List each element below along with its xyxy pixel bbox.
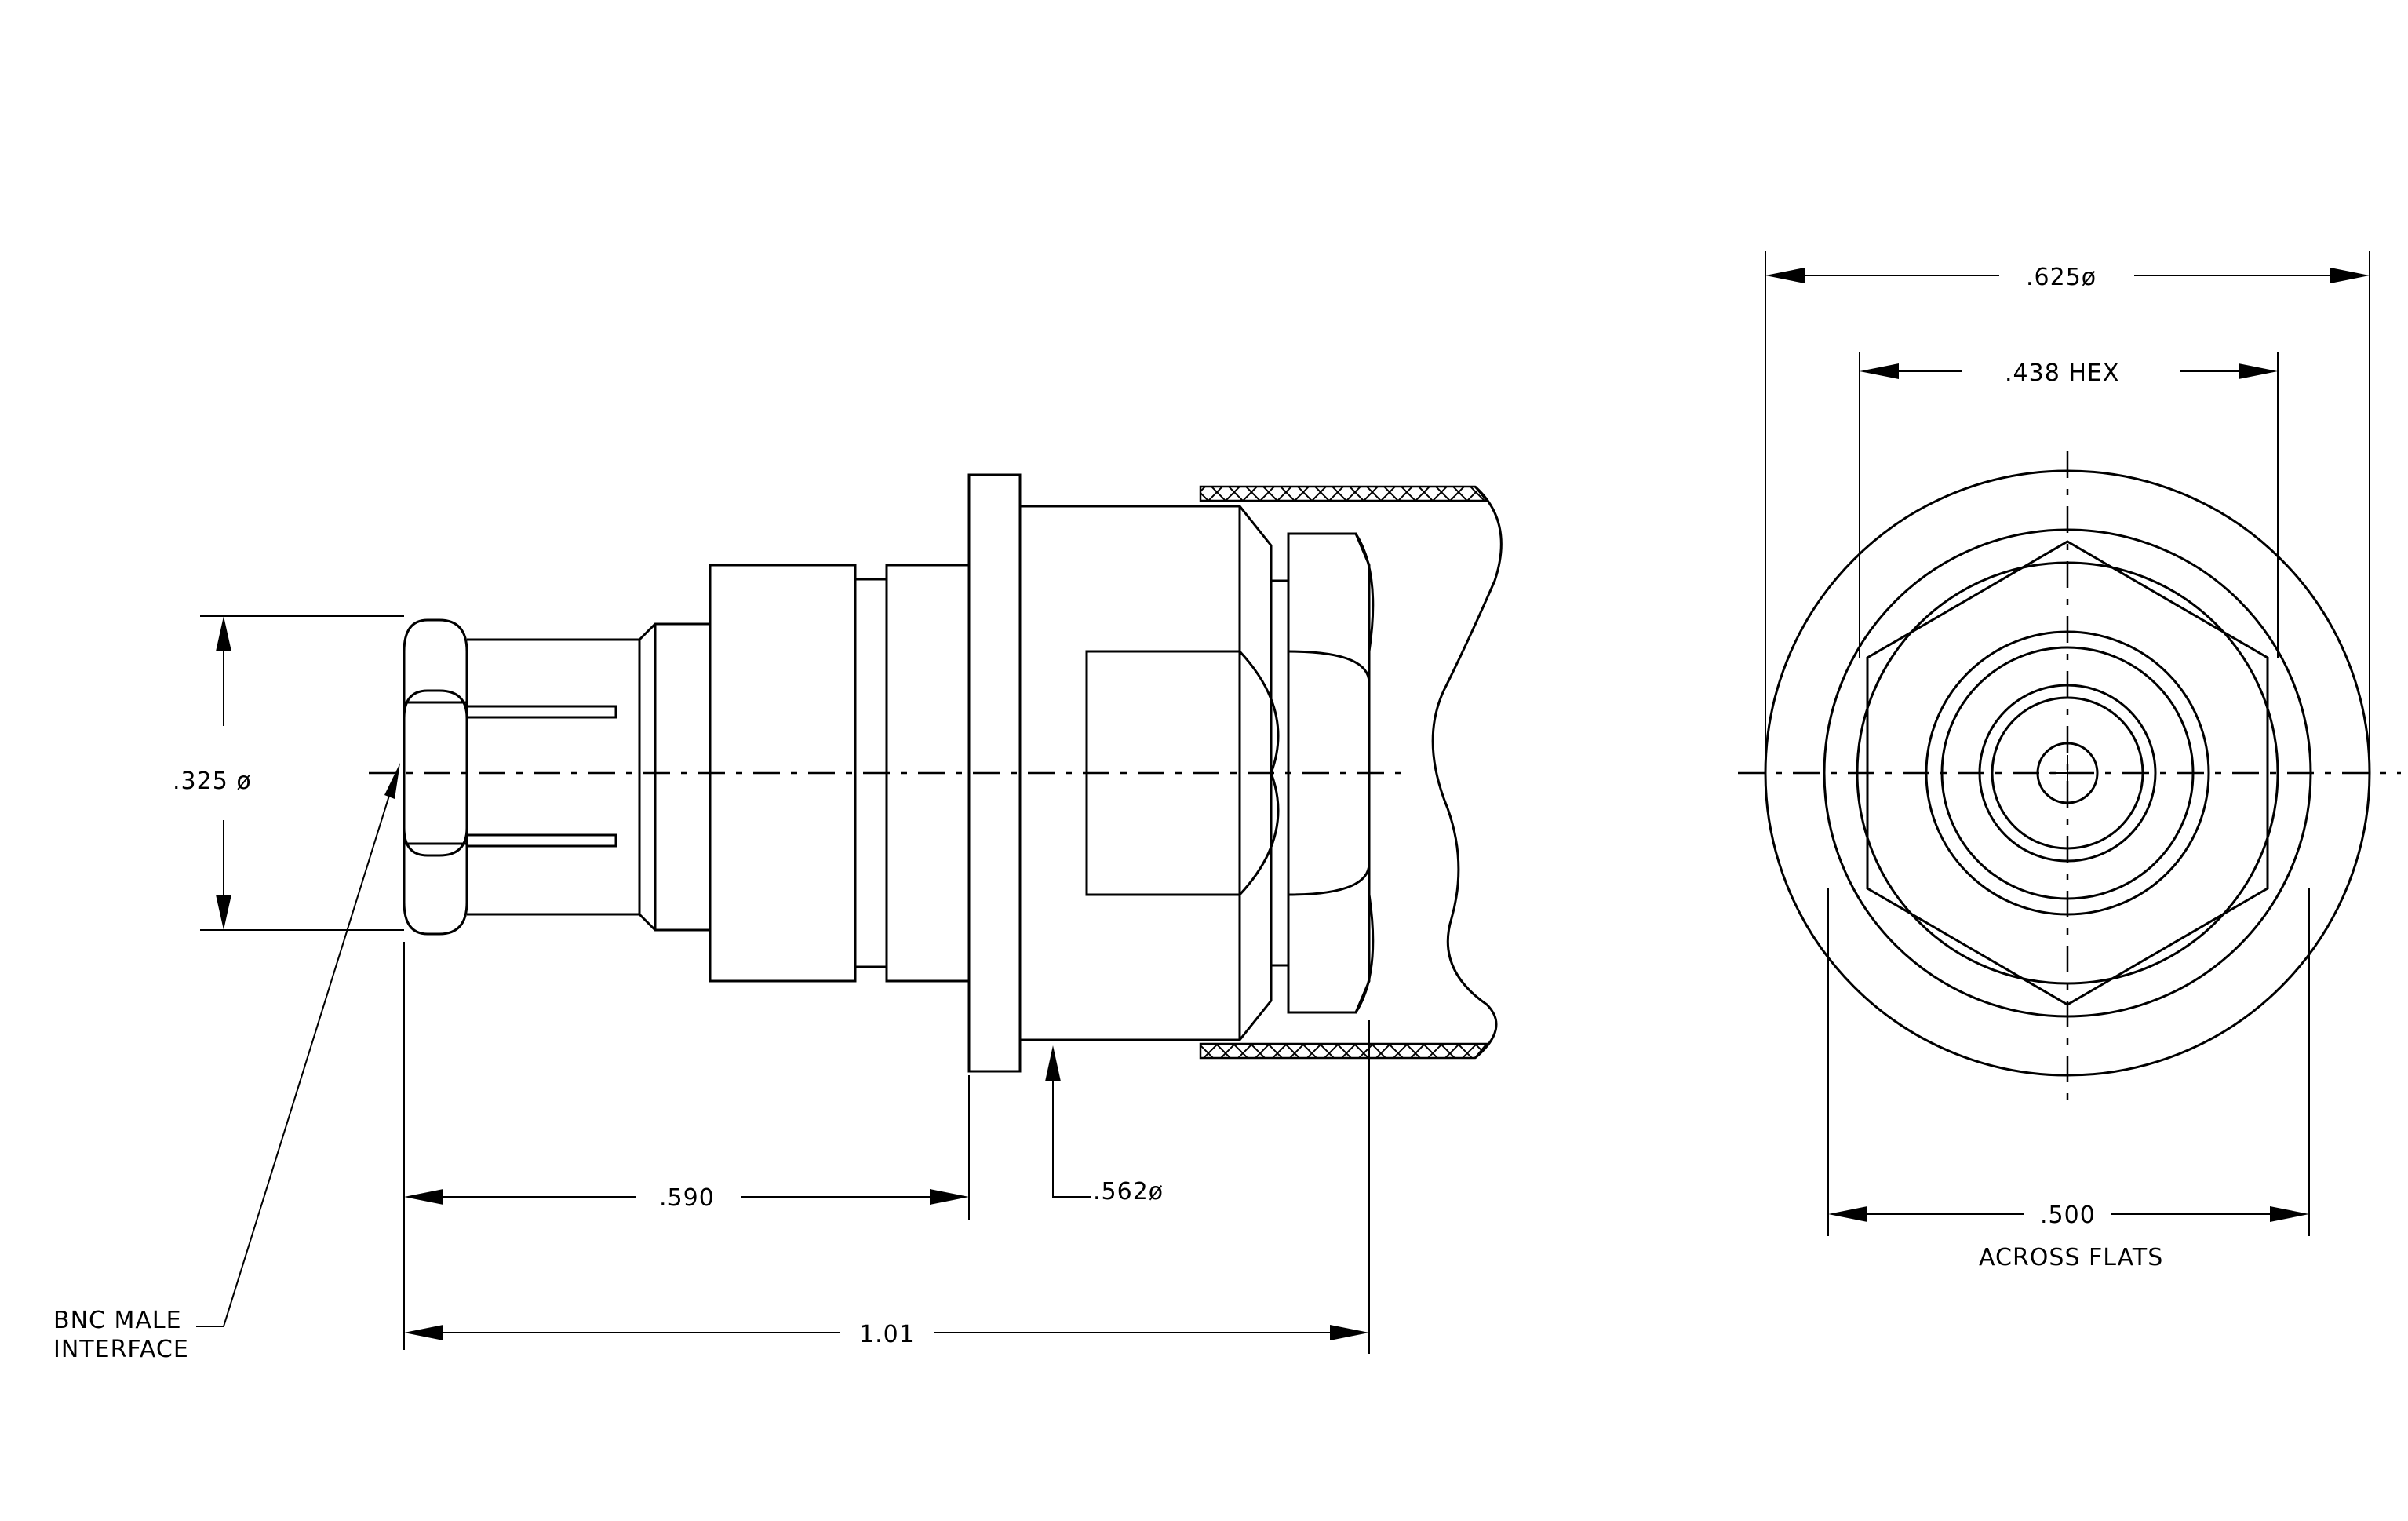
dimension-101-label: 1.01	[859, 1321, 915, 1348]
side-view: .325 ø BNC MALE INTERFACE .590 .562ø	[53, 473, 1503, 1363]
dimension-562-label: .562ø	[1093, 1178, 1164, 1205]
dimension-625-label: .625ø	[2026, 264, 2097, 291]
dimension-325-label: .325 ø	[173, 768, 252, 795]
dimension-325-diameter: .325 ø	[173, 615, 404, 931]
dimension-500-sublabel: ACROSS FLATS	[1979, 1244, 2163, 1271]
body-circle	[1856, 561, 2279, 985]
callout-bnc-leader: BNC MALE INTERFACE	[53, 763, 400, 1363]
center-pin	[2036, 742, 2099, 804]
dimension-438-hex: .438 HEX	[1859, 352, 2279, 658]
inner-ring-outer	[1925, 630, 2210, 916]
cable-section	[1199, 485, 1503, 1060]
dimension-438-label: .438 HEX	[2005, 359, 2119, 387]
bnc-interface-body	[403, 618, 712, 936]
mounting-flange	[967, 473, 1022, 1073]
callout-bnc-line1: BNC MALE	[53, 1307, 182, 1334]
end-view: .625ø .438 HEX .500 ACROSS FLATS	[1738, 251, 2401, 1271]
dimension-500-label: .500	[2040, 1202, 2096, 1229]
hex-nut	[1270, 532, 1375, 1014]
dimension-625-diameter: .625ø	[1765, 251, 2370, 773]
dimension-562-diameter: .562ø	[1045, 1045, 1164, 1205]
hex-outline	[1866, 540, 2269, 1006]
flats-circle	[1823, 528, 2312, 1018]
callout-bnc-line2: INTERFACE	[53, 1336, 189, 1363]
dimension-500-flats: .500 ACROSS FLATS	[1827, 888, 2310, 1271]
dimension-101: 1.01	[404, 1020, 1370, 1354]
dimension-590: .590	[403, 942, 970, 1350]
dielectric-outer	[1978, 684, 2157, 863]
dimension-590-label: .590	[659, 1184, 715, 1212]
dielectric-inner	[1991, 696, 2144, 850]
inner-ring-inner	[1940, 646, 2195, 900]
